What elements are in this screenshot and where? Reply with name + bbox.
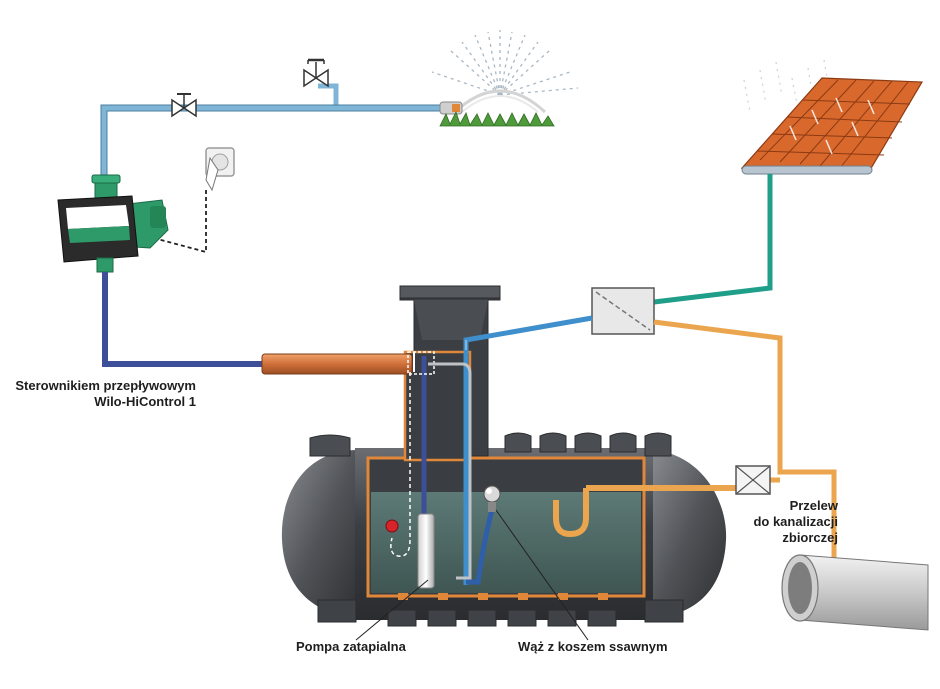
sewer-pipe: [781, 554, 929, 631]
overflow-label-line2: do kanalizacji: [753, 514, 838, 529]
filter-box-icon: [591, 287, 655, 335]
overflow-trap: [553, 485, 736, 538]
power-socket-icon: [205, 147, 235, 192]
underground-tank: [281, 285, 727, 627]
power-cable: [149, 190, 207, 254]
overflow-valve-icon: [735, 465, 771, 495]
controller-label-line2: Wilo-HiControl 1: [94, 394, 196, 409]
overflow-label-line3: zbiorczej: [782, 530, 838, 545]
float-switch-icon: [483, 485, 501, 512]
callout-lines: [355, 509, 589, 641]
controller-label-line1: Sterownikiem przepływowym: [15, 378, 196, 393]
pump-riser: [428, 362, 472, 580]
pump-controller-icon: [57, 174, 169, 273]
pressure-pipe: [101, 83, 450, 185]
roof-icon: [740, 59, 924, 175]
controller-label: Sterownikiem przepływowym Wilo-HiControl…: [0, 378, 196, 410]
hose-label: Wąż z koszem ssawnym: [518, 639, 668, 654]
overflow-label: Przelew do kanalizacji zbiorczej: [730, 498, 838, 546]
entry-pipe: [261, 353, 413, 375]
roof-downpipe: [653, 174, 773, 305]
pressure-pipe-outline: [100, 104, 450, 185]
suction-hose-icon: [465, 340, 495, 585]
valve-icon: [171, 93, 197, 118]
tap-valve-icon: [303, 58, 329, 88]
overflow-pipe: [653, 319, 837, 568]
submersible-pump-icon: [385, 351, 435, 589]
sprinkler-icon: [431, 30, 579, 127]
pump-label: Pompa zatapialna: [296, 639, 406, 654]
overflow-label-line1: Przelew: [789, 498, 838, 513]
pump-delivery-pipe: [102, 272, 262, 367]
